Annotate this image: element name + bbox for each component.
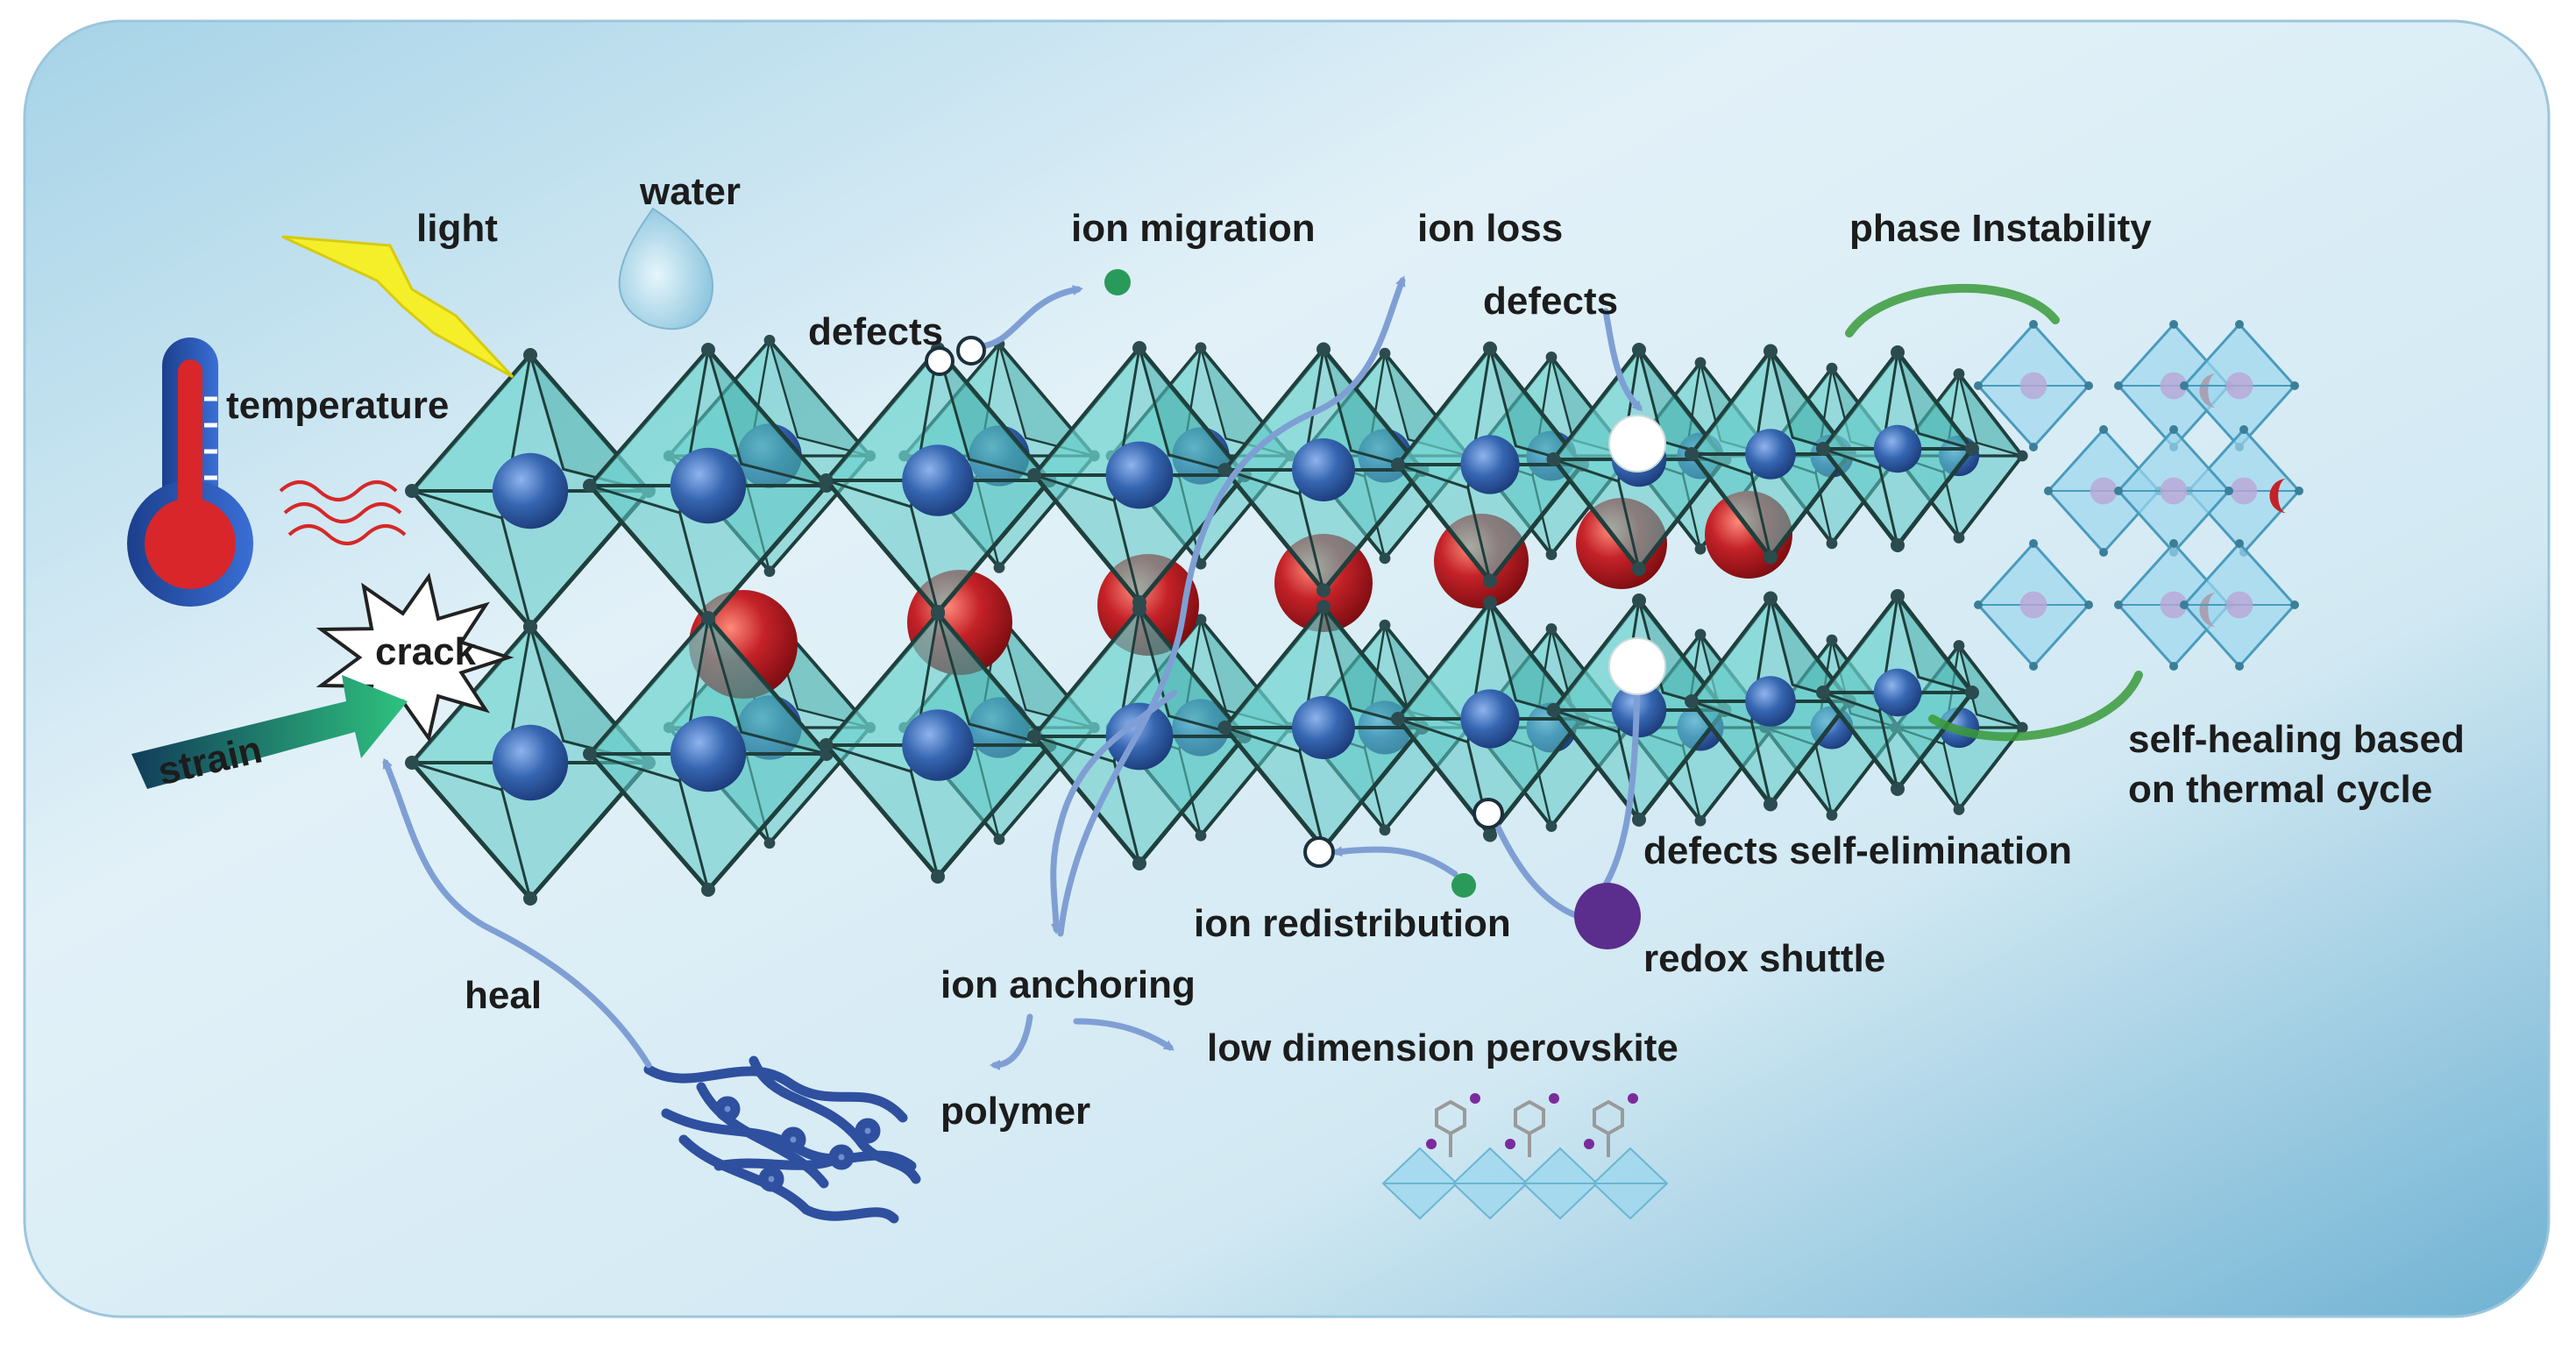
crack-icon — [316, 572, 514, 742]
octahedron — [1816, 345, 1979, 552]
temperature-label: temperature — [226, 384, 449, 427]
polymer-chain — [643, 1064, 908, 1123]
lightning-icon — [281, 235, 514, 379]
water-label: water — [639, 170, 741, 213]
polymer-label: polymer — [940, 1090, 1090, 1133]
defects-right-arrow — [1602, 308, 1643, 412]
polymer-node — [758, 1166, 784, 1192]
small-octahedron — [2180, 539, 2299, 671]
defects-self-elimination-label: defects self-elimination — [1643, 829, 2072, 872]
heat-wave-icon — [279, 480, 407, 545]
b-site-sphere — [902, 444, 974, 516]
polymer-chain — [713, 1152, 847, 1171]
2d-octahedron — [1592, 1147, 1669, 1220]
vacancy — [1303, 836, 1335, 868]
octahedron — [405, 348, 656, 634]
low-dimension-perovskite-icon — [1381, 1093, 1669, 1220]
polymer-chain — [749, 1055, 921, 1184]
ion-anchoring-label: ion anchoring — [940, 963, 1196, 1006]
octahedron — [1685, 591, 1856, 812]
octahedron — [819, 342, 1057, 619]
self-healing-label-line1: self-healing based — [2128, 718, 2465, 761]
phase-octahedra-icon — [1974, 320, 2303, 671]
vacancy-large — [1608, 415, 1666, 472]
b-site-sphere — [1745, 429, 1796, 480]
strain-arrow-icon — [131, 675, 408, 789]
b-site-sphere — [1105, 441, 1174, 509]
b-site-sphere — [492, 724, 569, 801]
b-site-sphere — [670, 715, 747, 792]
vacancy-large — [1608, 637, 1666, 695]
polymer-node — [828, 1144, 855, 1170]
defects-right-label: defects — [1483, 280, 1618, 323]
polymer-node — [855, 1118, 881, 1144]
heal-label: heal — [465, 974, 542, 1017]
polymer-arrow — [990, 1013, 1033, 1070]
phase-instability-label: phase Instability — [1849, 207, 2152, 250]
ion-redistribution-label: ion redistribution — [1194, 902, 1511, 945]
b-site-sphere — [492, 452, 569, 529]
organic-cation — [1584, 1093, 1638, 1157]
ion-loss-arrow — [1057, 275, 1406, 937]
octahedron — [1217, 600, 1430, 856]
heal-arrow — [382, 757, 652, 1069]
b-site-sphere — [1745, 676, 1796, 727]
redox-shuttle-molecule — [1574, 883, 1641, 949]
redox-shuttle-label: redox shuttle — [1643, 937, 1885, 980]
octahedron — [1685, 344, 1856, 565]
octahedron — [1027, 341, 1252, 609]
polymer-icon — [643, 1055, 921, 1224]
2d-octahedron — [1381, 1147, 1458, 1220]
b-site-sphere — [1873, 424, 1922, 473]
vacancy — [956, 336, 986, 366]
small-octahedron — [1974, 539, 2093, 671]
ion-redistribution-arrow — [1331, 846, 1458, 878]
redistributed-ion — [1451, 873, 1476, 898]
2d-octahedron — [1451, 1147, 1529, 1220]
octahedron — [1391, 341, 1589, 588]
vacancy — [925, 346, 954, 376]
octahedron — [819, 607, 1057, 884]
b-site-sphere — [1292, 438, 1355, 501]
small-octahedron — [1974, 320, 2093, 451]
polymer-node — [714, 1096, 741, 1122]
ion-migration-label: ion migration — [1071, 207, 1316, 250]
2d-octahedron — [1522, 1147, 1599, 1220]
ion-anchoring-arrow — [1050, 689, 1178, 934]
ion-loss-label: ion loss — [1417, 207, 1563, 250]
b-site-sphere — [1460, 689, 1520, 749]
arrows — [382, 275, 1643, 1070]
defects-left-label: defects — [808, 310, 943, 353]
self-healing-label-line2: on thermal cycle — [2128, 768, 2432, 811]
vacancy — [1473, 798, 1504, 829]
crack-label: crack — [375, 630, 477, 673]
phase-arc-top — [1845, 283, 2060, 338]
migrating-ion — [1104, 269, 1131, 295]
b-site-sphere — [670, 447, 747, 524]
low-dimension-perovskite-label: low dimension perovskite — [1207, 1027, 1678, 1069]
low-dimension-arrow — [1073, 1018, 1174, 1051]
octahedron — [1816, 589, 1979, 796]
octahedron — [583, 611, 834, 897]
ion-migration-arrow — [978, 285, 1083, 350]
phase-arc-bottom — [1928, 671, 2143, 742]
organic-cation — [1505, 1093, 1559, 1157]
octahedron — [583, 343, 834, 629]
polymer-node — [780, 1126, 806, 1153]
redox-to-defect-arrow — [1491, 814, 1581, 920]
organic-cation — [1426, 1093, 1480, 1157]
b-site-sphere — [1292, 696, 1355, 759]
thermometer-icon — [127, 338, 253, 607]
b-site-sphere — [1873, 668, 1922, 717]
water-drop-icon — [618, 207, 713, 330]
b-site-sphere — [902, 709, 974, 781]
light-label: light — [416, 207, 498, 250]
b-site-sphere — [1460, 435, 1520, 494]
